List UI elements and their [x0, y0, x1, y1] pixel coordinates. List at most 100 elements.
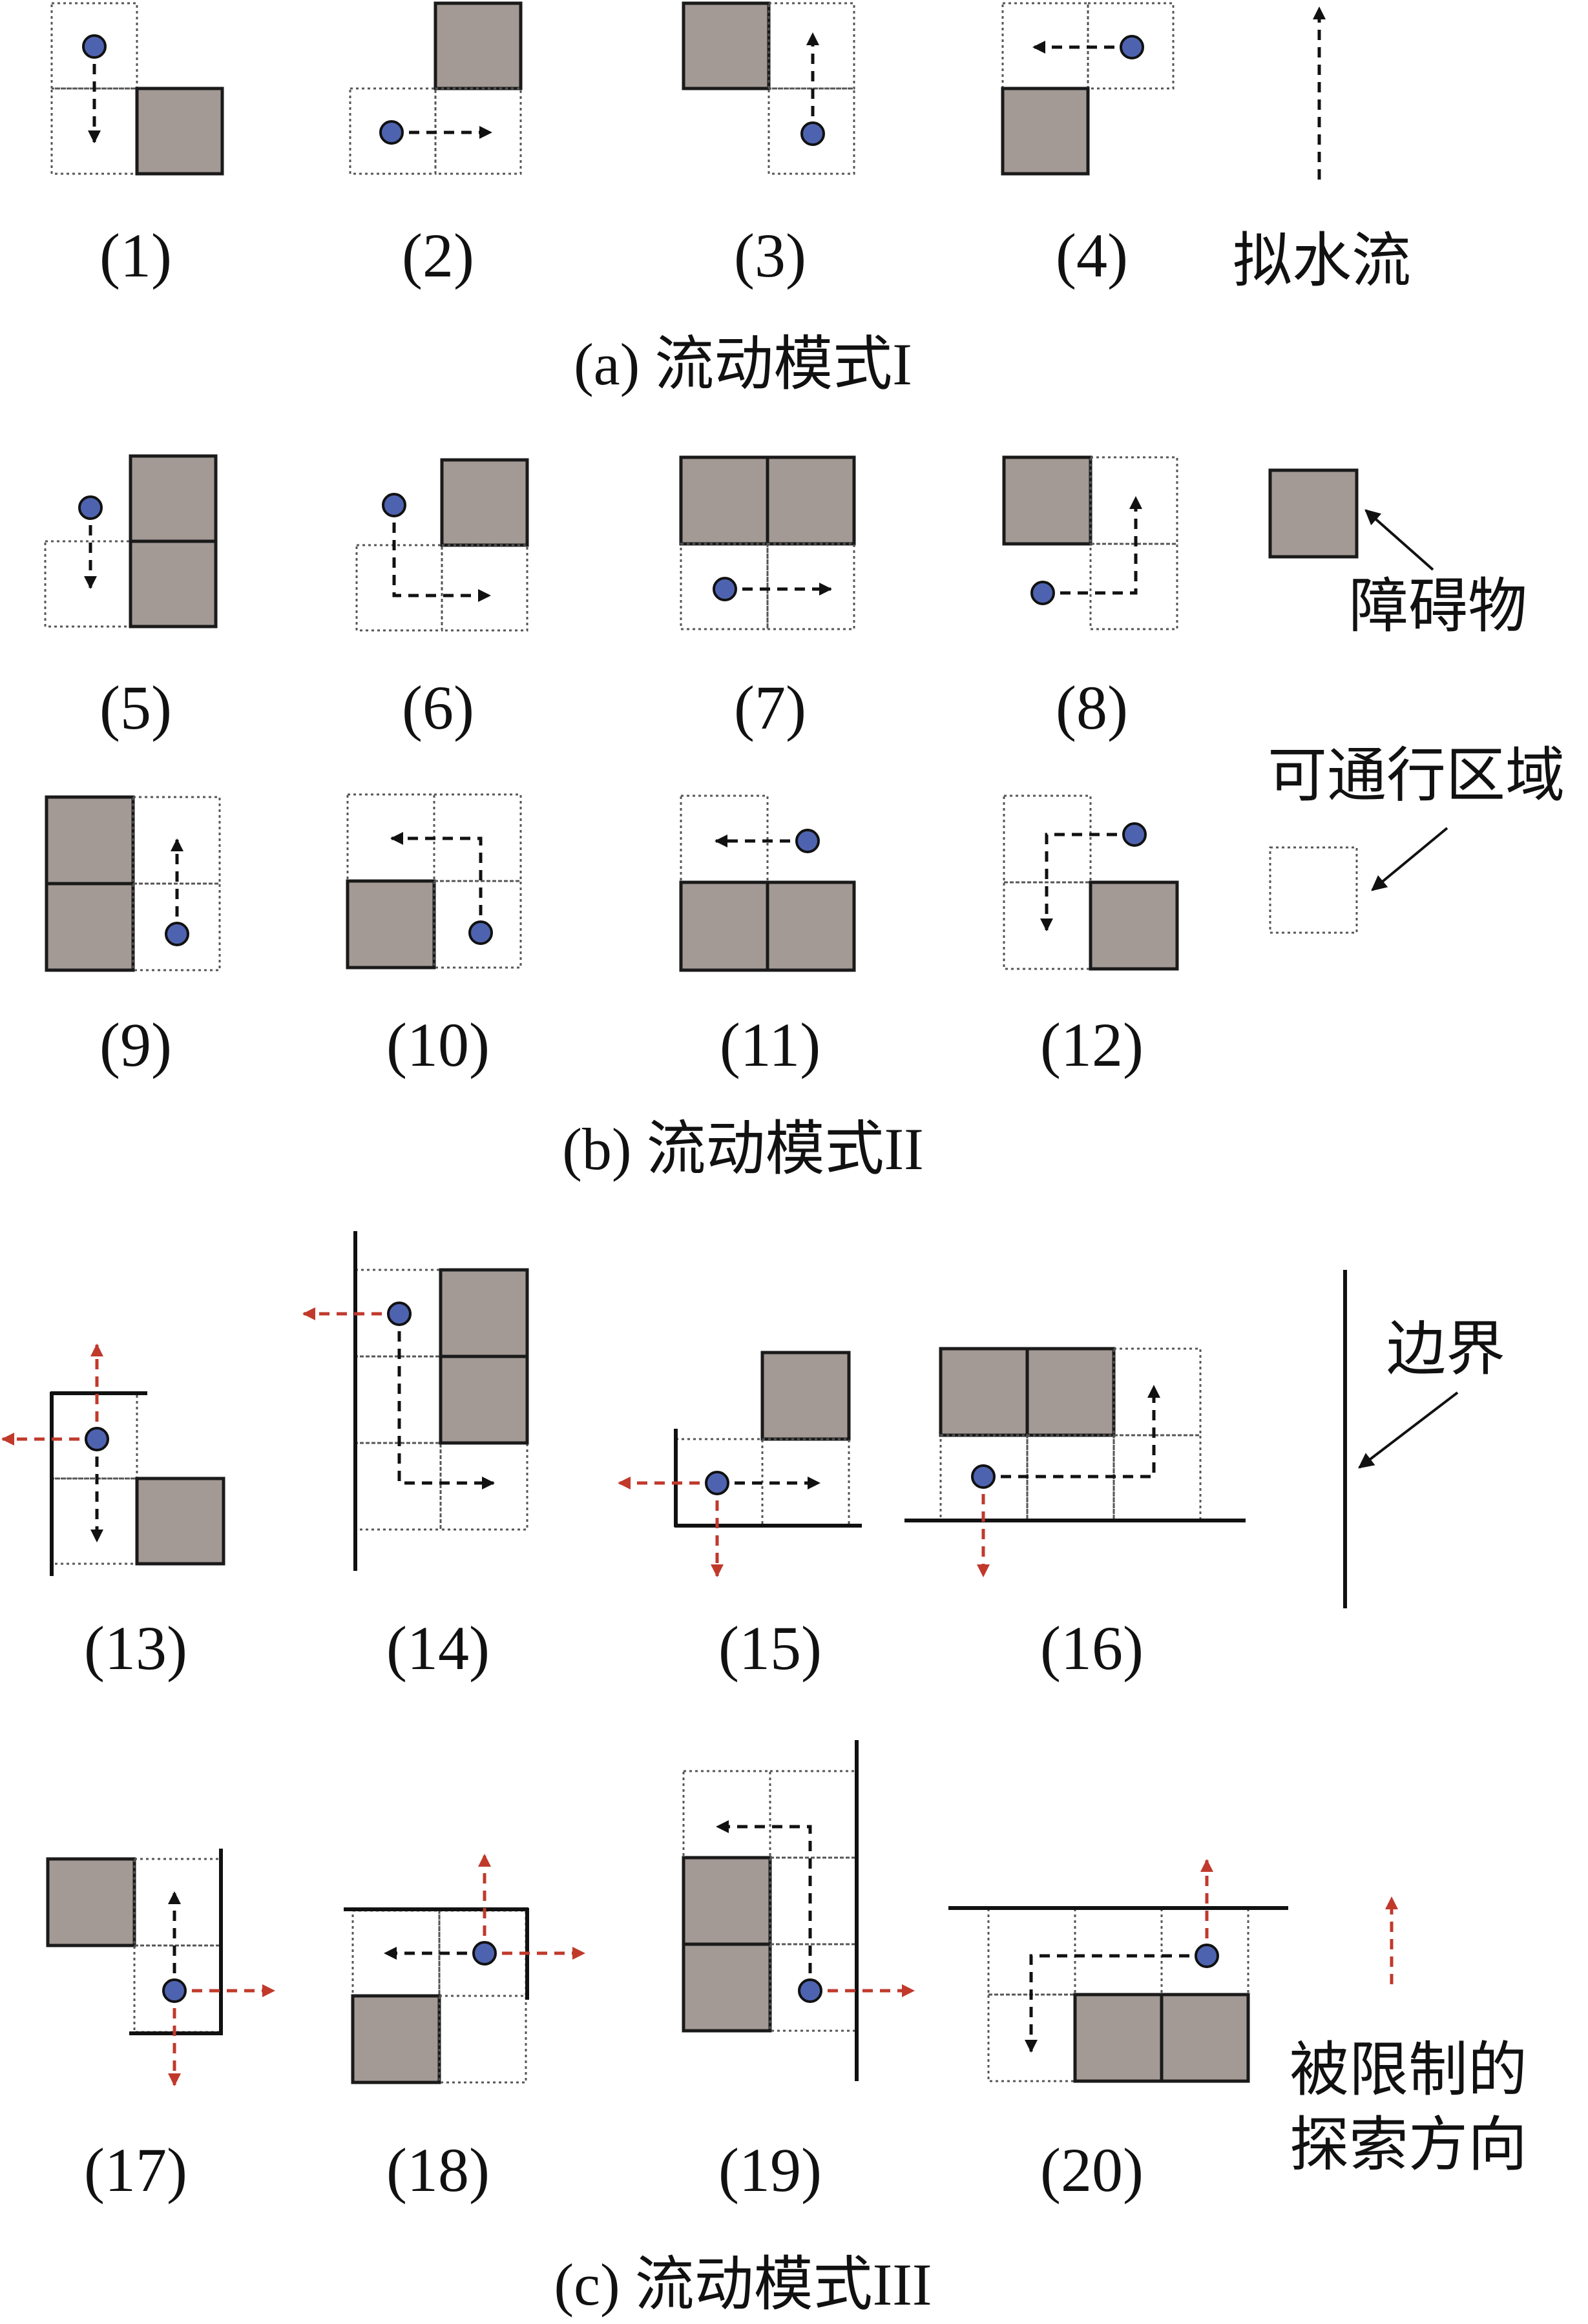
- passable-cell: [132, 882, 221, 971]
- obstacle-block: [440, 458, 529, 547]
- obstacle-block: [1160, 1993, 1250, 2083]
- water-point: [795, 829, 820, 853]
- water-point: [379, 120, 404, 145]
- water-point: [1120, 35, 1144, 59]
- flow-arrow: [983, 1385, 1160, 1478]
- caption-c: (c) 流动模式III: [554, 2252, 932, 2318]
- panel-14: [302, 1231, 529, 1571]
- flow-arrow: [1025, 1954, 1207, 2053]
- panel-label-10: (10): [386, 1010, 490, 1079]
- passable-cell: [680, 543, 769, 630]
- water-point: [800, 121, 825, 146]
- obstacle-block: [129, 539, 218, 628]
- panel-10: [346, 793, 522, 970]
- panel-7: [679, 455, 856, 630]
- obstacle-block: [682, 1856, 772, 1946]
- legend-obstacle-block: [1268, 468, 1359, 559]
- panel-13: [1, 1344, 225, 1576]
- passable-cell: [1089, 543, 1178, 630]
- legend-passable-cell: [1269, 846, 1358, 934]
- passable-cell: [133, 1858, 222, 1947]
- panel-11: [679, 794, 856, 972]
- panel-4: [1001, 2, 1175, 176]
- obstacle-block: [939, 1347, 1029, 1437]
- water-point: [78, 495, 103, 520]
- obstacle-block: [679, 880, 769, 972]
- water-point: [798, 1978, 822, 2003]
- obstacle-block: [766, 455, 856, 546]
- legend-restricted-label-1: 被限制的: [1290, 2035, 1527, 2104]
- passable-cell: [766, 543, 855, 630]
- panel-label-4: (4): [1056, 221, 1128, 290]
- flow-arrow: [716, 1820, 812, 1991]
- legend-restricted: 被限制的 探索方向: [1290, 1896, 1527, 2179]
- passable-cell: [682, 1770, 771, 1859]
- obstacle-block: [45, 795, 135, 886]
- passable-cell: [44, 540, 132, 628]
- obstacle-block: [766, 880, 856, 972]
- passable-cell: [439, 1442, 528, 1531]
- obstacle-block: [439, 1268, 529, 1358]
- legend-passable-pointer: [1371, 827, 1448, 891]
- obstacle-block: [1001, 87, 1090, 176]
- panel-label-2: (2): [402, 221, 474, 290]
- passable-cell: [769, 1770, 858, 1859]
- water-point: [165, 922, 189, 946]
- flow-arrow: [397, 1314, 495, 1489]
- flow-arrow: [390, 832, 483, 933]
- panel-label-17: (17): [84, 2135, 187, 2205]
- panel-label-14: (14): [386, 1613, 490, 1683]
- passable-cell: [1074, 1907, 1163, 1996]
- panel-label-6: (6): [402, 673, 474, 742]
- panel-19: [682, 1740, 915, 2081]
- water-point: [1122, 822, 1147, 847]
- obstacle-block: [129, 454, 218, 543]
- water-point: [468, 920, 493, 945]
- legend-obstacle-pointer: [1364, 509, 1434, 571]
- panel-18: [344, 1854, 585, 2084]
- panel-label-11: (11): [720, 1010, 820, 1079]
- panel-label-18: (18): [386, 2135, 490, 2205]
- water-point: [971, 1464, 996, 1489]
- panel-6: [355, 458, 529, 632]
- panel-8: [1002, 455, 1178, 630]
- legend-obstacle-label: 障碍物: [1349, 572, 1527, 641]
- obstacle-block: [45, 882, 135, 972]
- water-point: [472, 1941, 497, 1966]
- panel-label-1: (1): [99, 221, 172, 290]
- passable-cell: [768, 2, 855, 90]
- flow-arrow: [1040, 833, 1134, 931]
- passable-cell: [680, 794, 769, 884]
- panel-1: [50, 2, 224, 176]
- passable-cell: [50, 1477, 138, 1565]
- panel-label-20: (20): [1040, 2135, 1144, 2205]
- panel-label-13: (13): [84, 1613, 187, 1683]
- passable-cell: [1113, 1347, 1202, 1437]
- obstacle-block: [1025, 1347, 1116, 1437]
- panel-16: [904, 1347, 1246, 1577]
- obstacle-block: [434, 1, 523, 90]
- obstacle-block: [682, 1, 771, 90]
- water-point: [162, 1978, 187, 2003]
- passable-cell: [433, 880, 522, 969]
- water-point: [85, 1427, 109, 1451]
- passable-cell: [50, 2, 138, 90]
- obstacle-block: [46, 1857, 136, 1947]
- obstacle-block: [135, 1477, 225, 1566]
- passable-cell: [355, 544, 443, 632]
- obstacle-block: [682, 1942, 772, 2033]
- flow-arrow: [1043, 496, 1142, 595]
- obstacle-block: [760, 1351, 851, 1441]
- water-point: [713, 577, 737, 601]
- legend-boundary: 边界: [1343, 1270, 1505, 1608]
- obstacle-block: [351, 1994, 441, 2084]
- obstacle-block: [1002, 455, 1092, 546]
- panel-label-8: (8): [1056, 673, 1128, 742]
- panel-9: [45, 795, 221, 972]
- legend-flow: 拟水流: [1233, 6, 1411, 295]
- passable-cell: [1089, 456, 1178, 545]
- obstacle-block: [346, 879, 436, 970]
- legend-boundary-label: 边界: [1386, 1314, 1505, 1384]
- legend-boundary-pointer: [1358, 1391, 1459, 1469]
- obstacle-block: [679, 455, 769, 546]
